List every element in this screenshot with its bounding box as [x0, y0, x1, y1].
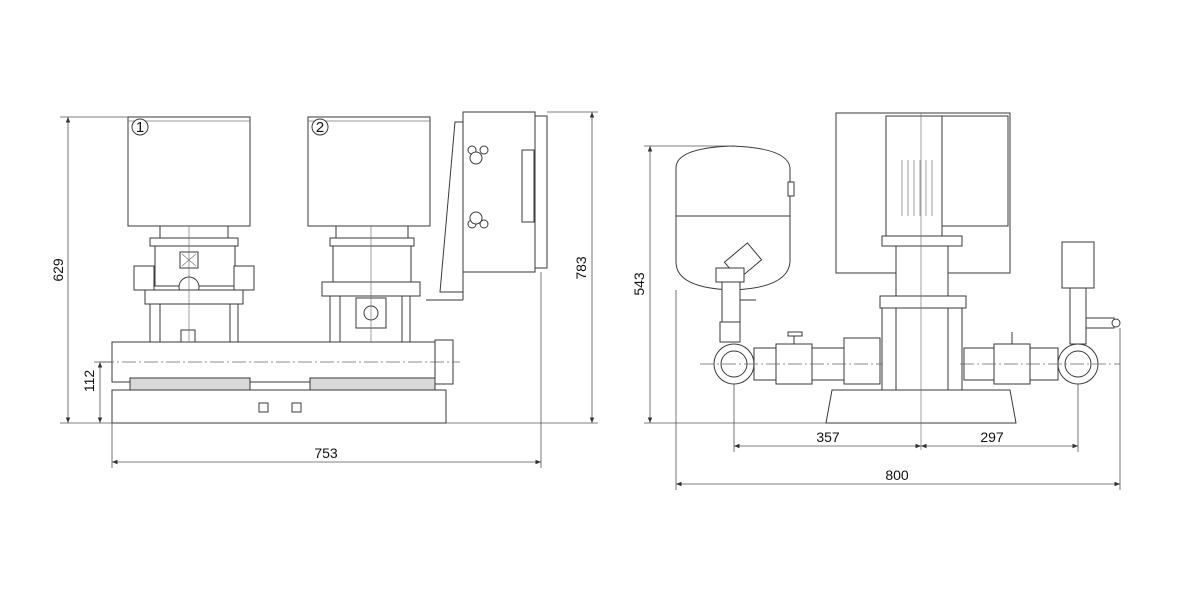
pump-marker-2: 2	[311, 118, 329, 136]
dimension-112-label: 112	[81, 370, 97, 393]
dimension-297-label: 297	[980, 429, 1004, 445]
dimension-297: 297	[921, 384, 1079, 452]
dimension-543: 543	[631, 145, 826, 424]
dimension-753: 753	[111, 272, 542, 468]
right-valve-cluster	[960, 241, 1121, 385]
pump-marker-1: 1	[131, 118, 149, 136]
pump-label-2: 2	[316, 119, 324, 136]
left-valve-cluster	[700, 331, 885, 385]
pump-2	[307, 116, 431, 342]
dimension-783: 783	[446, 111, 598, 424]
manifold-pipe	[100, 339, 460, 391]
side-view: 543 357 297 800	[631, 112, 1121, 490]
dimension-629-label: 629	[50, 258, 66, 282]
side-pump	[835, 112, 1011, 450]
dimension-800-label: 800	[885, 467, 909, 483]
pressure-vessel	[675, 145, 795, 343]
base-frame	[111, 389, 447, 424]
control-box	[426, 111, 548, 301]
motor-fins	[901, 160, 933, 216]
dimension-543-label: 543	[631, 272, 647, 296]
dimension-800: 800	[675, 290, 1121, 490]
dimension-112: 112	[81, 361, 112, 423]
dimension-357: 357	[733, 384, 921, 452]
pump-label-1: 1	[136, 119, 144, 136]
dimension-357-label: 357	[816, 429, 840, 445]
dimension-783-label: 783	[573, 256, 589, 280]
dimension-753-label: 753	[314, 445, 338, 461]
pump-1	[127, 116, 255, 343]
dimension-629: 629	[50, 116, 128, 424]
front-view: 1 2 629 112 753 783	[50, 111, 598, 468]
